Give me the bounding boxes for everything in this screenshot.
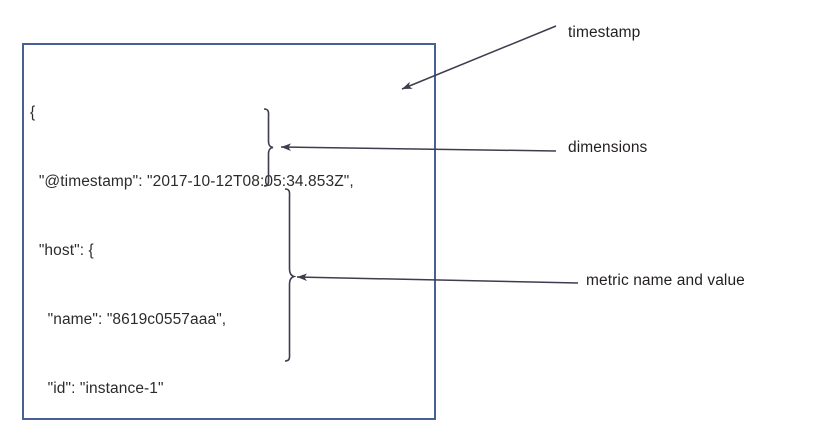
json-line: { bbox=[30, 104, 36, 121]
annotation-label-dimensions: dimensions bbox=[568, 139, 648, 156]
json-document: { "@timestamp": "2017-10-12T08:05:34.853… bbox=[30, 55, 430, 437]
annotation-label-timestamp: timestamp bbox=[568, 24, 641, 41]
annotation-label-metric: metric name and value bbox=[586, 272, 745, 289]
document-box bbox=[22, 43, 436, 420]
json-line-host-name: "name": "8619c0557aaa", bbox=[30, 311, 227, 328]
json-line-host-id: "id": "instance-1" bbox=[30, 380, 164, 397]
json-line-timestamp: "@timestamp": "2017-10-12T08:05:34.853Z"… bbox=[30, 173, 354, 190]
json-line-host-open: "host": { bbox=[30, 242, 94, 259]
